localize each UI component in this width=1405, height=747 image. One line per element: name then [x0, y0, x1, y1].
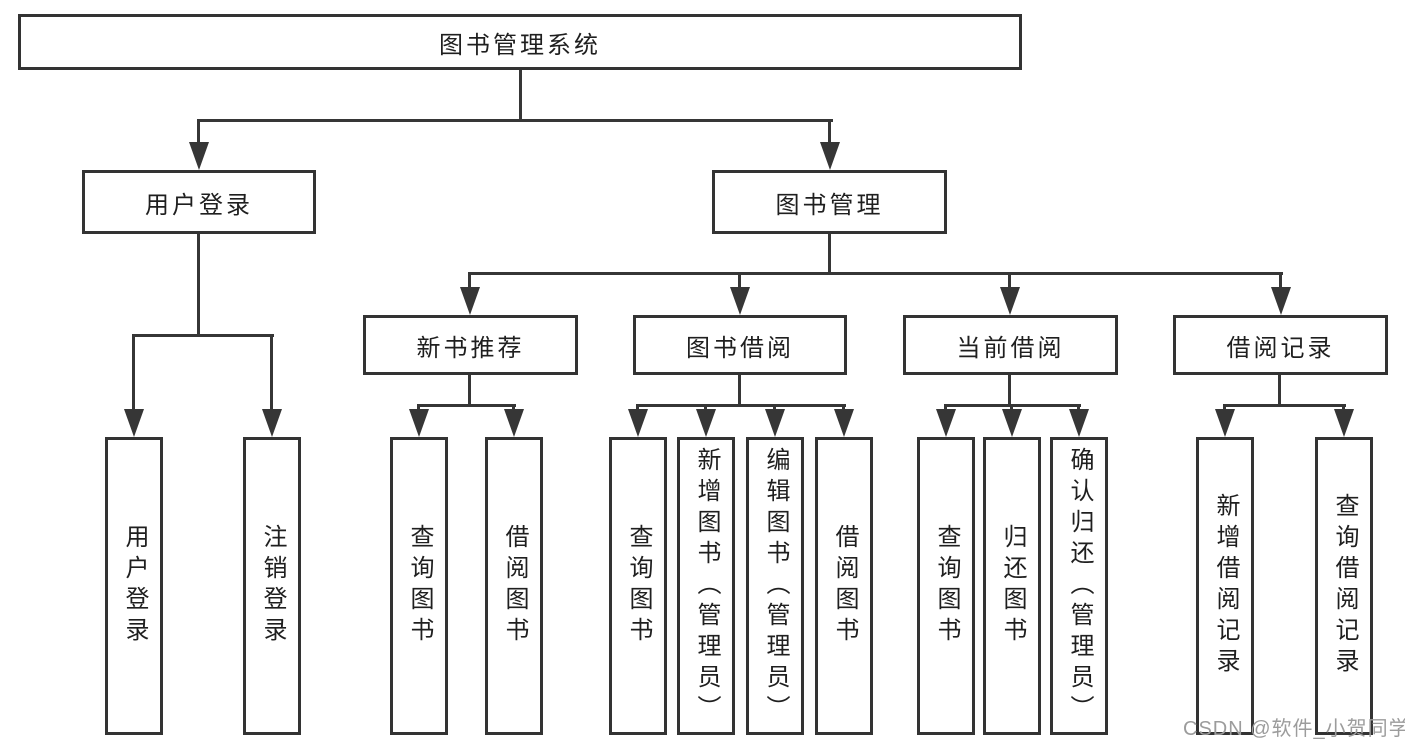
- connector-borrow-c2: [704, 406, 707, 410]
- leaf-borrow-edit-books-admin: 编辑图书（管理员）: [746, 437, 804, 735]
- connector-records-stem: [1278, 375, 1281, 404]
- connector-current-split: [944, 404, 1081, 407]
- arrowhead-current-query: [936, 409, 956, 437]
- connector-to-user-login: [197, 121, 200, 142]
- arrowhead-recommend: [460, 287, 480, 315]
- connector-to-borrow: [738, 274, 741, 287]
- csdn-watermark: CSDN @软件_小贺同学: [1183, 718, 1405, 740]
- connector-borrow-split: [636, 404, 846, 407]
- connector-to-current: [1008, 274, 1011, 287]
- arrowhead-user-login: [189, 142, 209, 170]
- arrowhead-recommend-query: [409, 409, 429, 437]
- node-current-borrow: 当前借阅: [903, 315, 1118, 375]
- connector-current-c3: [1077, 406, 1080, 410]
- connector-mgmt-split: [468, 272, 1283, 275]
- connector-recommend-c1: [417, 406, 420, 410]
- leaf-borrow-borrow-books: 借阅图书: [815, 437, 873, 735]
- arrowhead-current: [1000, 287, 1020, 315]
- arrowhead-current-confirm: [1069, 409, 1089, 437]
- connector-root-split: [197, 119, 833, 122]
- connector-records-split: [1223, 404, 1346, 407]
- arrowhead-records-add: [1215, 409, 1235, 437]
- arrowhead-book-management: [820, 142, 840, 170]
- connector-to-leaf-logout: [270, 336, 273, 409]
- connector-root-stem: [519, 70, 522, 120]
- leaf-logout: 注销登录: [243, 437, 301, 735]
- connector-to-book-management: [828, 121, 831, 142]
- leaf-recommend-borrow-books: 借阅图书: [485, 437, 543, 735]
- arrowhead-recommend-borrow: [504, 409, 524, 437]
- node-book-management: 图书管理: [712, 170, 947, 234]
- connector-recommend-split: [417, 404, 516, 407]
- connector-borrow-c3: [773, 406, 776, 410]
- arrowhead-borrow-borrow: [834, 409, 854, 437]
- node-borrow-records: 借阅记录: [1173, 315, 1388, 375]
- leaf-current-query-books: 查询图书: [917, 437, 975, 735]
- node-new-book-recommend: 新书推荐: [363, 315, 578, 375]
- leaf-current-confirm-return-admin: 确认归还（管理员）: [1050, 437, 1108, 735]
- connector-borrow-stem: [738, 375, 741, 404]
- connector-to-recommend: [468, 274, 471, 287]
- node-user-login: 用户登录: [82, 170, 316, 234]
- node-book-borrow: 图书借阅: [633, 315, 847, 375]
- arrowhead-borrow-query: [628, 409, 648, 437]
- leaf-borrow-add-books-admin: 新增图书（管理员）: [677, 437, 735, 735]
- leaf-records-query-record: 查询借阅记录: [1315, 437, 1373, 735]
- connector-borrow-c4: [842, 406, 845, 410]
- leaf-current-return-books: 归还图书: [983, 437, 1041, 735]
- leaf-user-login: 用户登录: [105, 437, 163, 735]
- arrowhead-records: [1271, 287, 1291, 315]
- arrowhead-leaf-login: [124, 409, 144, 437]
- arrowhead-borrow-edit: [765, 409, 785, 437]
- connector-records-c1: [1223, 406, 1226, 410]
- connector-mgmt-stem: [828, 234, 831, 274]
- connector-login-split: [132, 334, 274, 337]
- connector-current-stem: [1008, 375, 1011, 404]
- arrowhead-borrow: [730, 287, 750, 315]
- connector-records-c2: [1342, 406, 1345, 410]
- connector-to-records: [1279, 274, 1282, 287]
- connector-login-stem: [197, 234, 200, 336]
- arrowhead-current-return: [1002, 409, 1022, 437]
- connector-to-leaf-login: [132, 336, 135, 409]
- arrowhead-records-query: [1334, 409, 1354, 437]
- leaf-recommend-query-books: 查询图书: [390, 437, 448, 735]
- leaf-borrow-query-books: 查询图书: [609, 437, 667, 735]
- arrowhead-borrow-add: [696, 409, 716, 437]
- connector-recommend-c2: [512, 406, 515, 410]
- leaf-records-add-record: 新增借阅记录: [1196, 437, 1254, 735]
- arrowhead-leaf-logout: [262, 409, 282, 437]
- node-root: 图书管理系统: [18, 14, 1022, 70]
- connector-current-c2: [1010, 406, 1013, 410]
- connector-borrow-c1: [636, 406, 639, 410]
- connector-current-c1: [944, 406, 947, 410]
- connector-recommend-stem: [468, 375, 471, 404]
